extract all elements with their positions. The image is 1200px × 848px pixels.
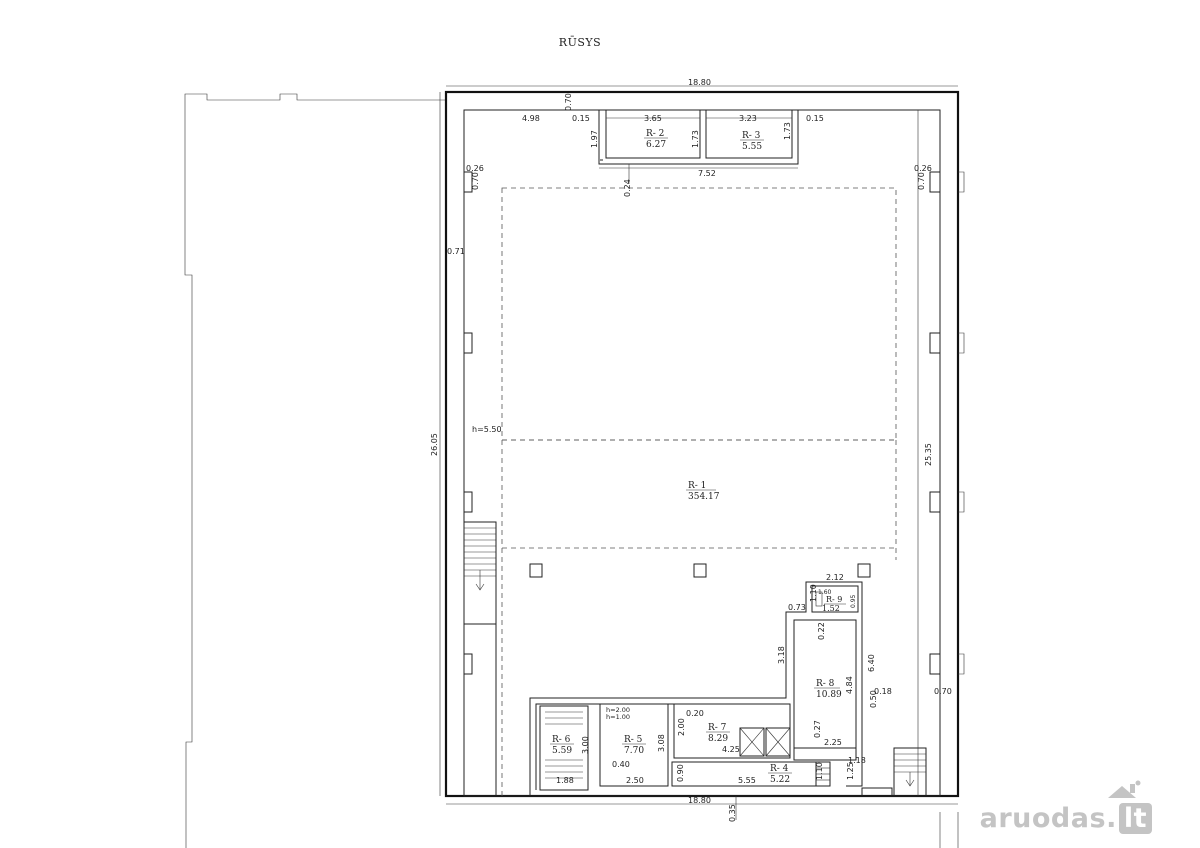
dim-125: 1.25 — [846, 762, 855, 780]
dim-095: 0.95 — [850, 594, 857, 608]
dim-027: 0.27 — [813, 720, 822, 738]
dim-right-height: 25.35 — [924, 443, 933, 466]
house-logo-icon — [1108, 780, 1141, 798]
room-r9-code: R- 9 — [826, 595, 842, 604]
room-r3-code: R- 3 — [742, 131, 761, 141]
dim-090: 0.90 — [676, 764, 685, 782]
dim-640: 6.40 — [867, 654, 876, 672]
dim-200: 2.00 — [677, 718, 686, 736]
dim-110-bottom: 1.10 — [815, 762, 824, 780]
service-block — [529, 581, 927, 797]
dim-070-r2: 0.70 — [934, 687, 952, 696]
dim-040: 0.40 — [612, 760, 630, 769]
dim-484: 4.84 — [845, 676, 854, 694]
dimension-lines — [439, 85, 958, 820]
dim-026-right: 0.26 — [914, 164, 932, 173]
dim-173-b: 1.73 — [783, 122, 792, 140]
dim-188: 1.88 — [556, 776, 574, 785]
room-r3-area: 5.55 — [742, 142, 762, 152]
room-r8-code: R- 8 — [816, 679, 835, 689]
adjacent-building-outline — [184, 93, 959, 848]
dim-015-left: 0.15 — [572, 114, 590, 123]
dim-425: 4.25 — [722, 745, 740, 754]
dim-035: 0.35 — [728, 804, 737, 822]
dim-015-right: 0.15 — [806, 114, 824, 123]
room-r2-area: 6.27 — [646, 140, 666, 150]
hall-dashed-zones — [501, 187, 897, 796]
room-r1-area: 354.17 — [688, 492, 720, 502]
room-labels: R- 1 354.17 R- 2 6.27 R- 3 5.55 R- 4 5.2… — [550, 129, 846, 785]
left-staircase — [463, 521, 497, 796]
dim-212: 2.12 — [826, 573, 844, 582]
dim-752: 7.52 — [698, 169, 716, 178]
dim-020: 0.20 — [686, 709, 704, 718]
dim-018: 0.18 — [874, 687, 892, 696]
room-r5-code: R- 5 — [624, 735, 643, 745]
room-r6-code: R- 6 — [552, 735, 571, 745]
dim-bottom-width: 18.80 — [688, 796, 711, 805]
dim-118: 1.18 — [848, 756, 866, 765]
dim-300: 3.00 — [581, 736, 590, 754]
room-r4-area: 5.22 — [770, 775, 790, 785]
room-r5-area: 7.70 — [624, 746, 644, 756]
dim-070-top: 0.70 — [564, 93, 573, 111]
dim-073: 0.73 — [788, 603, 806, 612]
dim-024: 0.24 — [623, 179, 632, 197]
dim-365: 3.65 — [644, 114, 662, 123]
room-r9-area: 1.52 — [822, 604, 840, 613]
dim-top-width: 18.80 — [688, 78, 711, 87]
dim-318: 3.18 — [777, 646, 786, 664]
room-r7-area: 8.29 — [708, 734, 728, 744]
room-r8-area: 10.89 — [816, 690, 842, 700]
top-rooms — [598, 109, 799, 184]
room-r2-code: R- 2 — [646, 129, 664, 139]
dim-498: 4.98 — [522, 114, 540, 123]
dim-160: 1.60 — [818, 589, 832, 596]
watermark-dot: . — [1106, 803, 1117, 834]
room-r7-code: R- 7 — [708, 723, 727, 733]
dim-026-left: 0.26 — [466, 164, 484, 173]
columns — [529, 563, 871, 578]
dim-197: 1.97 — [590, 130, 599, 148]
dim-071: 0.71 — [447, 247, 465, 256]
plan-title: RŪSYS — [558, 36, 602, 49]
dim-left-height: 26.05 — [430, 433, 439, 456]
room-r1-code: R- 1 — [688, 481, 706, 491]
dim-308: 3.08 — [657, 734, 666, 752]
dim-070-right: 0.70 — [917, 172, 926, 190]
dim-323: 3.23 — [739, 114, 757, 123]
watermark-brand: aruodas — [979, 803, 1107, 834]
dim-070-left: 0.70 — [471, 172, 480, 190]
dim-173-a: 1.73 — [691, 130, 700, 148]
watermark-suffix: lt — [1118, 803, 1152, 834]
room-r4-code: R- 4 — [770, 764, 789, 774]
dim-022: 0.22 — [817, 622, 826, 640]
aruodas-watermark: aruodas.lt — [980, 803, 1152, 834]
dim-h100: h=1.00 — [606, 713, 630, 721]
dim-h550: h=5.50 — [472, 425, 502, 434]
dim-225: 2.25 — [824, 738, 842, 747]
dim-110-top: 1.10 — [809, 584, 818, 602]
room-r6-area: 5.59 — [552, 746, 572, 756]
outer-walls — [444, 90, 965, 798]
dim-h200: h=2.00 — [606, 706, 630, 714]
dimension-labels: 18.80 18.80 26.05 25.35 0.70 4.98 0.15 3… — [430, 78, 952, 822]
dim-050: 0.50 — [869, 690, 878, 708]
dim-555: 5.55 — [738, 776, 756, 785]
dim-250: 2.50 — [626, 776, 644, 785]
